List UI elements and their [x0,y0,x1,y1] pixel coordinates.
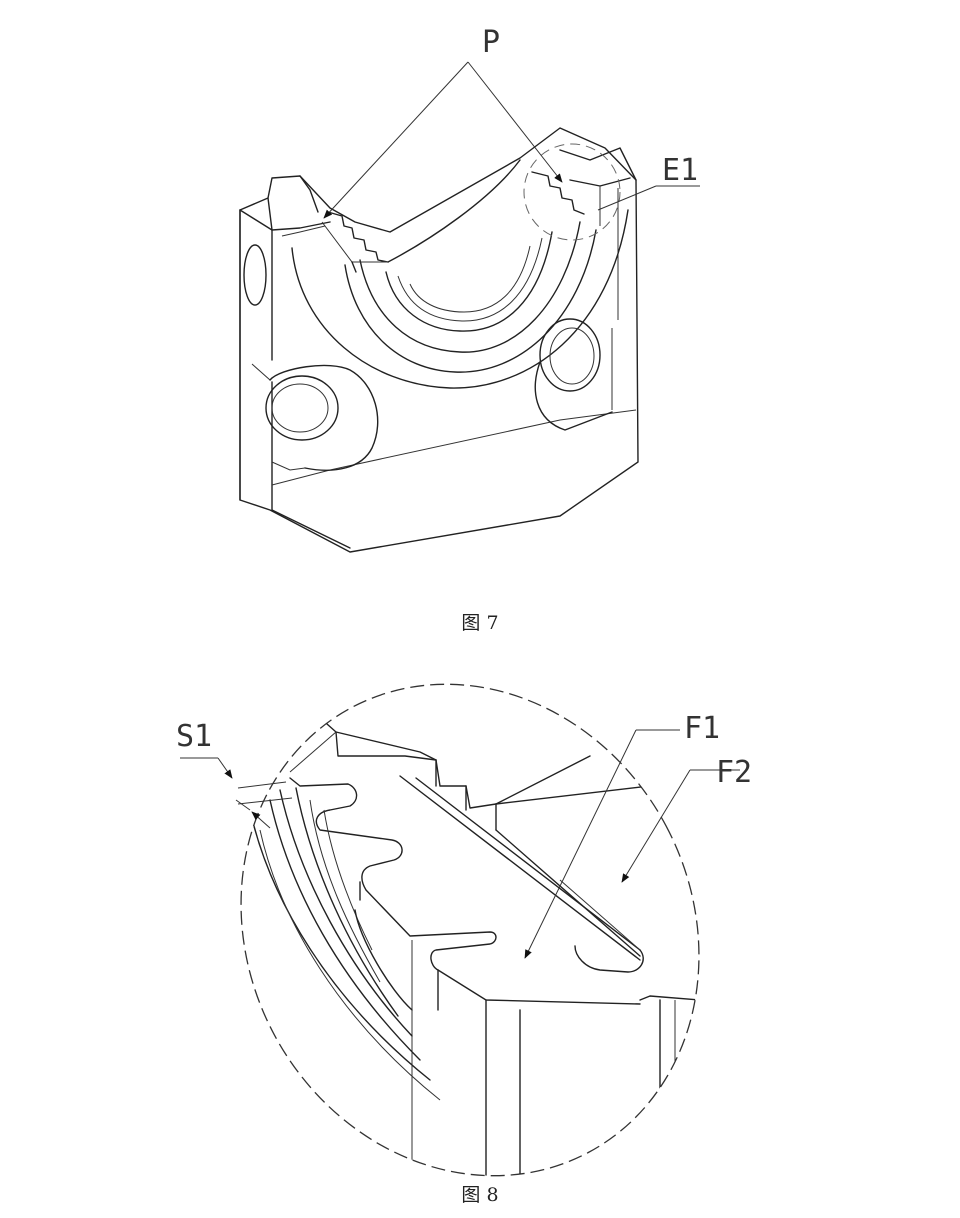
figure-8-caption: 图 8 [461,1184,499,1206]
figure-7: P E1 [0,0,960,600]
label-p: P [482,25,500,60]
label-e1: E1 [662,153,698,188]
groove-detail [249,699,701,1180]
figure-7-drawing: P E1 [239,25,700,553]
bearing-block-body [239,127,639,553]
figure-7-caption: 图 7 [461,612,499,634]
leader-p [323,61,563,219]
figure-8-drawing: S1 F1 F2 [176,683,752,1180]
leader-e1 [597,185,700,211]
dimension-s1 [180,757,293,829]
detail-circle-e1 [523,143,621,241]
label-s1: S1 [176,719,212,754]
label-f2: F2 [716,755,752,790]
bolt-hole-left [265,364,379,471]
label-f1: F1 [684,711,720,746]
leader-f1 [524,729,680,959]
detail-boundary [240,683,700,1177]
bolt-hole-right [534,318,613,431]
bearing-bore [291,159,629,389]
leader-f2 [621,769,740,883]
figure-8: S1 F1 F2 [0,660,960,1180]
